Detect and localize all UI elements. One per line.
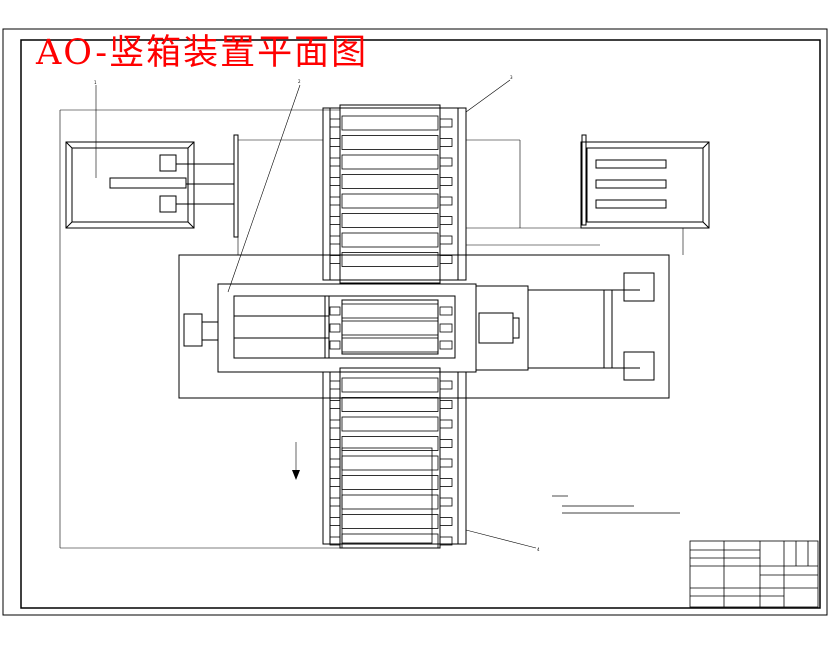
slat-bracket-right: [439, 536, 453, 546]
slat-bracket-right: [439, 380, 453, 390]
base-platform: [178, 254, 670, 399]
slat-bracket-right: [439, 439, 453, 448]
roller-slat: [341, 135, 439, 150]
slat-bracket-right: [439, 255, 453, 264]
technical-notes: [552, 495, 680, 514]
slat-bracket-left: [329, 196, 341, 206]
slat-bracket-left: [329, 458, 341, 468]
slat-bracket-right: [439, 340, 453, 350]
outer-frame: [2, 28, 828, 616]
roller-slat: [341, 377, 439, 393]
roller-slat: [341, 436, 439, 451]
slat-bracket-left: [329, 380, 341, 390]
title-block: [689, 540, 819, 608]
leader-label-3: 3: [510, 75, 513, 80]
roller-slat: [341, 252, 439, 267]
slat-bracket-right: [439, 235, 453, 245]
roller-slat: [341, 213, 439, 228]
conveyor-center: [324, 295, 456, 359]
inner-border: [20, 39, 821, 609]
slat-bracket-right: [439, 478, 453, 487]
slat-bracket-left: [329, 177, 341, 186]
roller-slat: [341, 115, 439, 131]
leader-label-4: 4: [537, 547, 540, 552]
slat-bracket-left: [329, 323, 341, 333]
slat-bracket-left: [329, 138, 341, 147]
slat-bracket-left: [329, 400, 341, 409]
slat-bracket-left: [329, 478, 341, 487]
slat-bracket-right: [439, 497, 453, 507]
slat-bracket-left: [329, 517, 341, 526]
slat-bracket-left: [329, 439, 341, 448]
leader-label-2: 2: [298, 79, 301, 84]
slat-bracket-left: [329, 216, 341, 225]
slat-bracket-left: [329, 306, 341, 316]
slat-bracket-right: [439, 306, 453, 316]
roller-slats: [329, 115, 453, 549]
roller-slat: [341, 533, 439, 549]
roller-slat: [341, 514, 439, 529]
roller-slat: [341, 455, 439, 471]
roller-slat: [341, 397, 439, 412]
roller-slat: [341, 494, 439, 510]
leader-label-1: 1: [94, 80, 97, 85]
motor: [475, 285, 529, 371]
slat-bracket-left: [329, 118, 341, 128]
slat-bracket-left: [329, 235, 341, 245]
roller-slat: [341, 320, 439, 336]
slat-bracket-right: [439, 216, 453, 225]
right-assembly: [580, 134, 710, 229]
right-rail: [528, 272, 655, 381]
slat-bracket-right: [439, 400, 453, 409]
arrow-head: [292, 470, 300, 480]
dimension-lines: [59, 79, 684, 549]
slat-bracket-right: [439, 323, 453, 333]
slat-bracket-right: [439, 419, 453, 429]
roller-slat: [341, 337, 439, 353]
conveyor-top: [322, 104, 467, 284]
roller-slat: [341, 193, 439, 209]
roller-slat: [341, 232, 439, 248]
drawing-title: AO-竖箱装置平面图: [36, 33, 369, 73]
slat-bracket-right: [439, 177, 453, 186]
conveyor-bottom: [322, 367, 467, 549]
roller-slat: [341, 416, 439, 432]
slat-bracket-left: [329, 157, 341, 167]
slat-bracket-left: [329, 497, 341, 507]
roller-slat: [341, 303, 439, 319]
slat-bracket-right: [439, 517, 453, 526]
slat-bracket-right: [439, 458, 453, 468]
slat-bracket-right: [439, 138, 453, 147]
roller-slat: [341, 154, 439, 170]
slat-bracket-right: [439, 157, 453, 167]
left-assembly: [65, 134, 239, 238]
slat-bracket-right: [439, 196, 453, 206]
slat-bracket-left: [329, 340, 341, 350]
slat-bracket-left: [329, 536, 341, 546]
roller-slat: [341, 475, 439, 490]
roller-slat: [341, 174, 439, 189]
slat-bracket-right: [439, 118, 453, 128]
slat-bracket-left: [329, 419, 341, 429]
slat-bracket-left: [329, 255, 341, 264]
